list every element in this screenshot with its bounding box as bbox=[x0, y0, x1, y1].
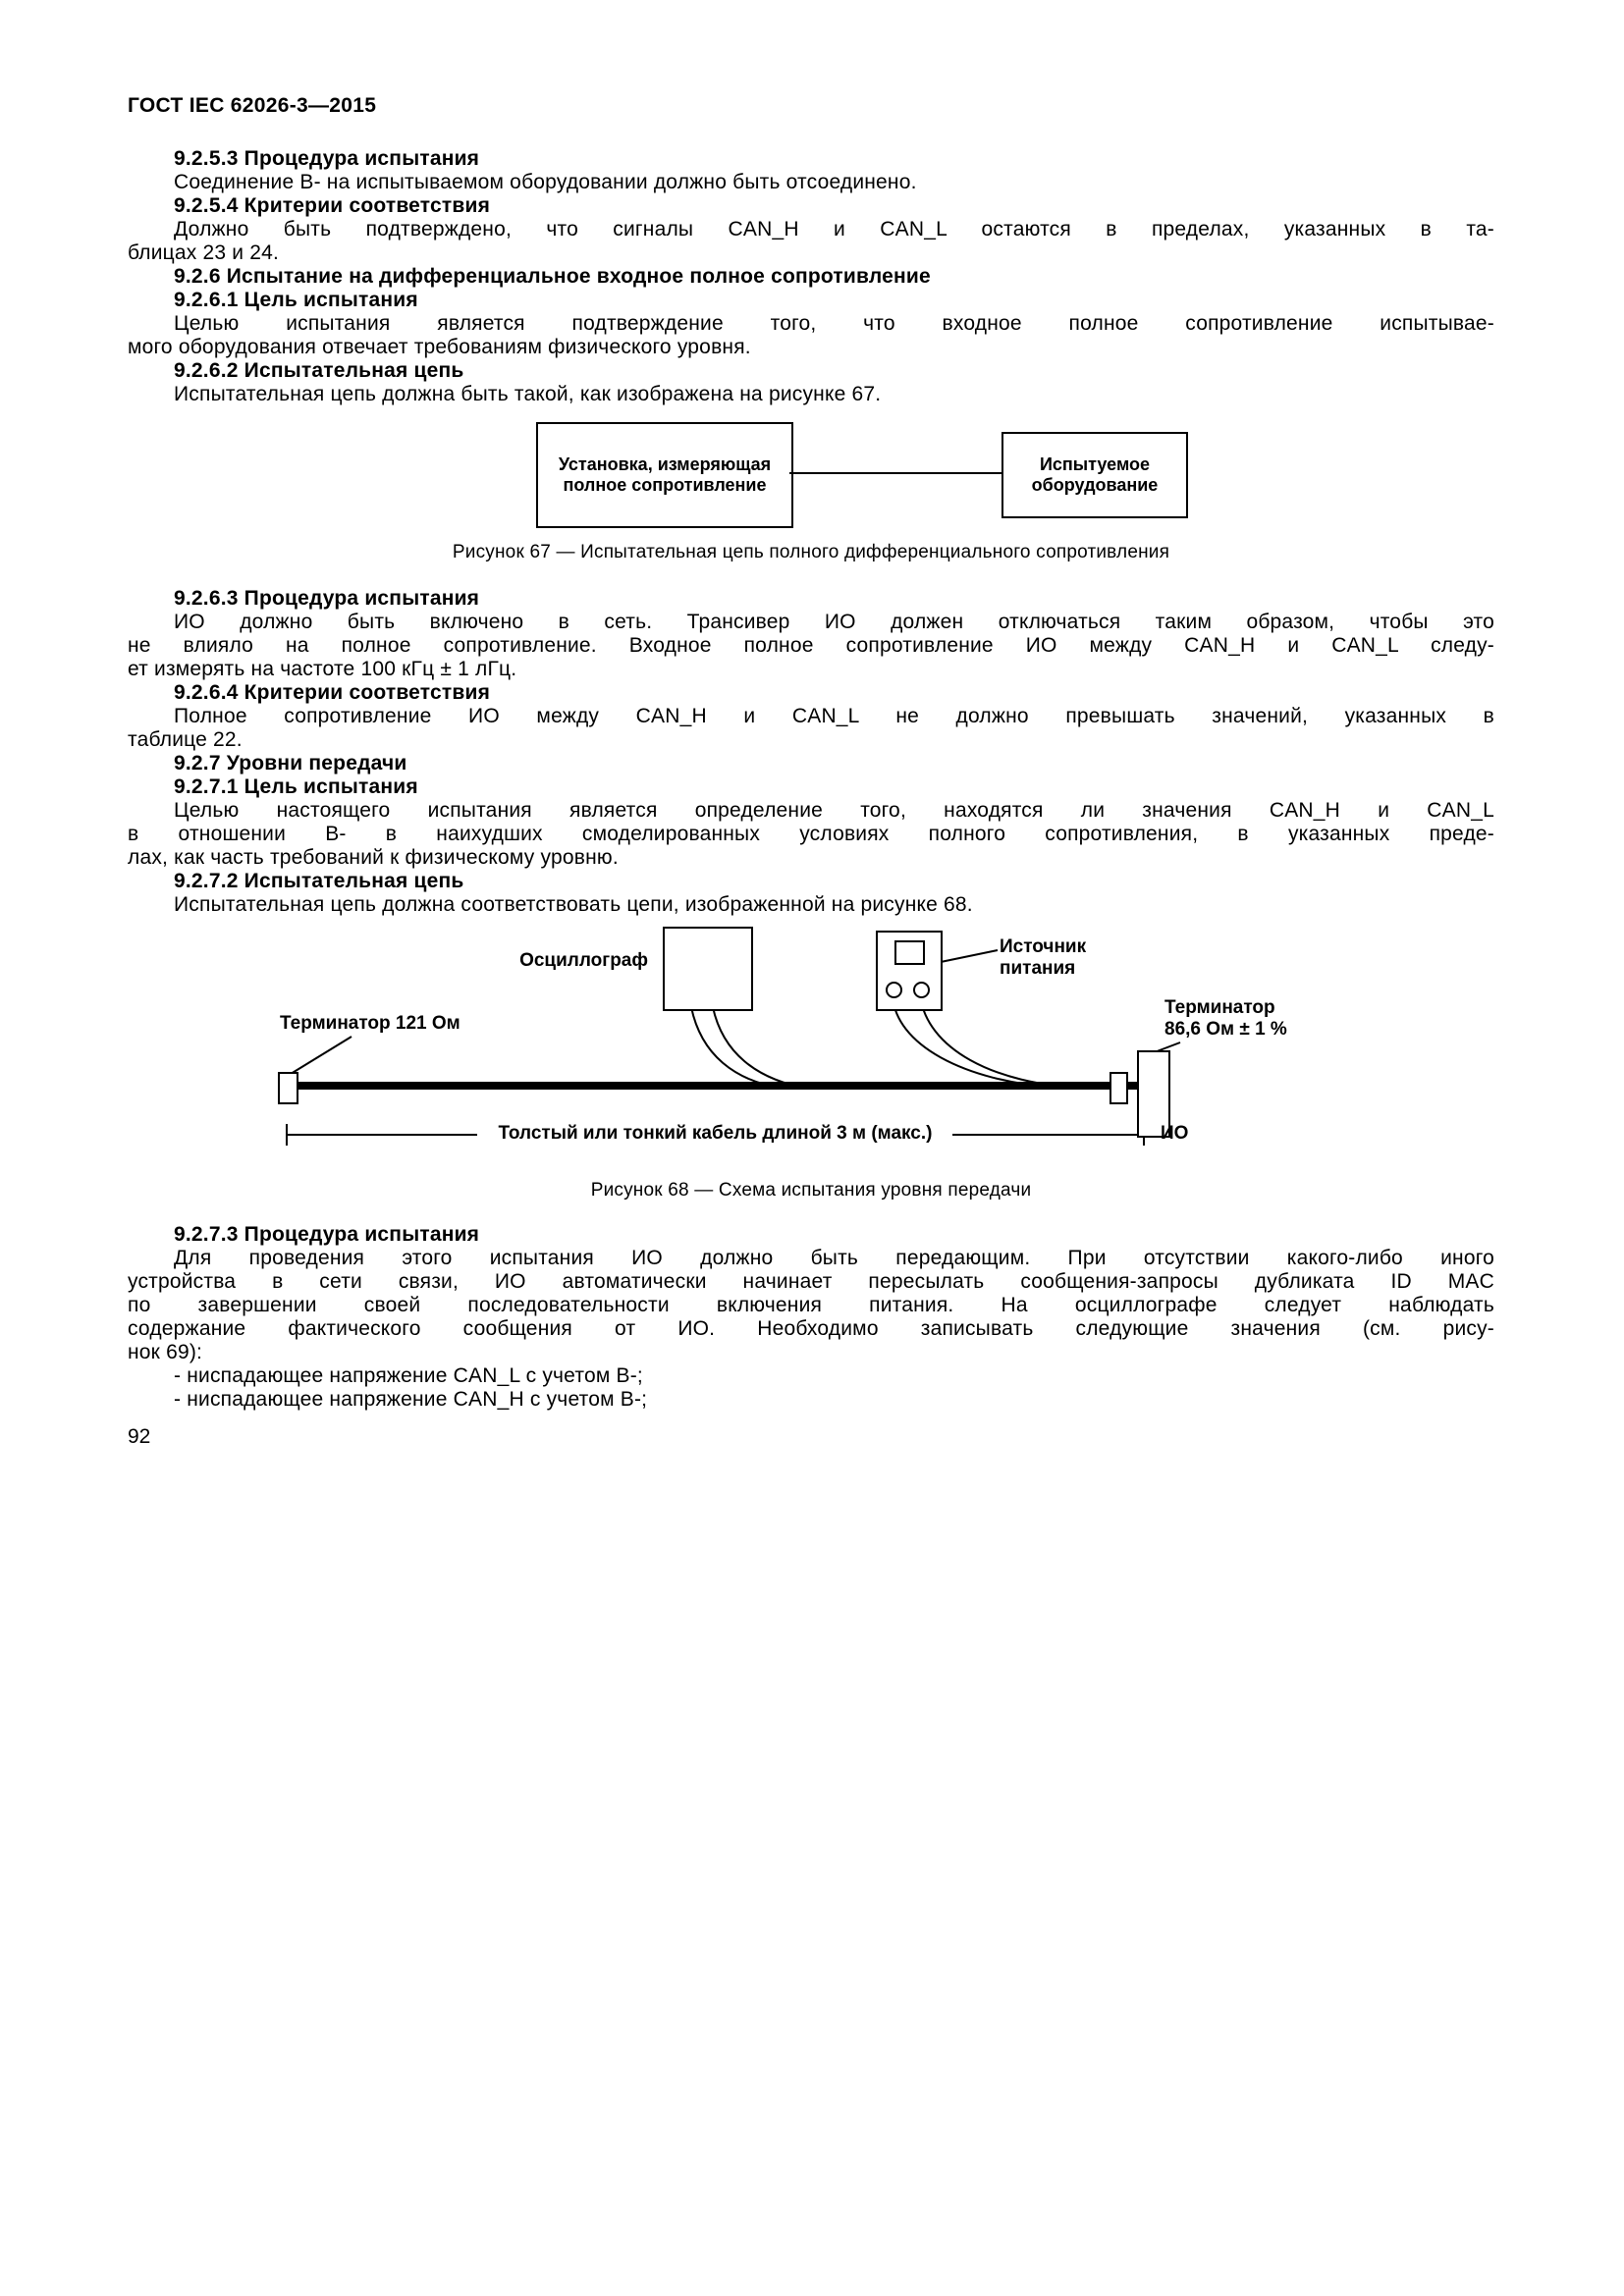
right-cable-connector bbox=[1110, 1072, 1128, 1104]
text-line: содержание фактического сообщения от ИО.… bbox=[128, 1317, 1494, 1340]
figure-67-diagram: Установка, измеряющая полное сопротивлен… bbox=[128, 422, 1494, 528]
terminator-right-label-line2: 86,6 Ом ± 1 % bbox=[1164, 1019, 1287, 1040]
section-heading: 9.2.6.1 Цель испытания bbox=[174, 289, 418, 311]
section-heading: 9.2.7.2 Испытательная цепь bbox=[174, 870, 464, 892]
figure-67: Установка, измеряющая полное сопротивлен… bbox=[128, 422, 1494, 563]
terminator-right-label: Терминатор 86,6 Ом ± 1 % bbox=[1164, 997, 1287, 1041]
figure67-right-box-line2: оборудование bbox=[1031, 475, 1159, 495]
text-line: Испытательная цепь должна соответствоват… bbox=[174, 893, 973, 916]
figure67-left-box-label: Установка, измеряющая полное сопротивлен… bbox=[559, 454, 771, 496]
figure67-connection-line bbox=[789, 472, 1001, 474]
figure-67-caption: Рисунок 67 — Испытательная цепь полного … bbox=[452, 542, 1170, 562]
paragraph: Целью испытания является подтверждение т… bbox=[128, 312, 1494, 359]
section-heading: 9.2.5.3 Процедура испытания bbox=[174, 147, 480, 170]
text-line: Испытательная цепь должна быть такой, ка… bbox=[174, 383, 882, 405]
eut-label: ИО bbox=[1161, 1123, 1189, 1144]
terminator-left-label: Терминатор 121 Ом bbox=[280, 1013, 460, 1034]
power-source-display bbox=[894, 940, 925, 965]
section-heading: 9.2.6.3 Процедура испытания bbox=[174, 587, 480, 610]
terminator-right-label-line1: Терминатор bbox=[1164, 997, 1275, 1018]
figure-68-diagram: Осциллограф Источник питания Терминатор … bbox=[128, 927, 1494, 1162]
power-source-label: Источник питания bbox=[1000, 936, 1086, 980]
text-line: ет измерять на частоте 100 кГц ± 1 лГц. bbox=[128, 658, 517, 680]
figure67-right-box-line1: Испытуемое bbox=[1039, 454, 1151, 474]
paragraph: Полное сопротивление ИО между CAN_H и CA… bbox=[128, 705, 1494, 752]
text-line: лах, как часть требований к физическому … bbox=[128, 846, 619, 869]
section-heading: 9.2.6.2 Испытательная цепь bbox=[174, 359, 464, 382]
power-source-label-line1: Источник bbox=[1000, 936, 1087, 957]
text-line: по завершении своей последовательности в… bbox=[128, 1294, 1494, 1316]
figure67-eut-box: Испытуемое оборудование bbox=[1001, 432, 1188, 518]
text-line: Для проведения этого испытания ИО должно… bbox=[174, 1247, 1494, 1269]
section-heading: 9.2.7.3 Процедура испытания bbox=[174, 1223, 480, 1246]
figure-68-caption: Рисунок 68 — Схема испытания уровня пере… bbox=[590, 1180, 1032, 1201]
figure67-left-box-line2: полное сопротивление bbox=[563, 475, 767, 495]
text-line: блицах 23 и 24. bbox=[128, 241, 280, 264]
oscilloscope-box bbox=[663, 927, 753, 1011]
section-heading: 9.2.7 Уровни передачи bbox=[174, 752, 407, 774]
figure67-right-box-label: Испытуемое оборудование bbox=[1032, 454, 1159, 496]
text-line: в отношении В- в наихудших смоделированн… bbox=[128, 823, 1494, 845]
paragraph: - ниспадающее напряжение CAN_L с учетом … bbox=[128, 1364, 1494, 1388]
text-line: нок 69): bbox=[128, 1341, 203, 1363]
bus-cable bbox=[283, 1082, 1139, 1090]
text-line: - ниспадающее напряжение CAN_H с учетом … bbox=[174, 1388, 648, 1411]
paragraph: - ниспадающее напряжение CAN_H с учетом … bbox=[128, 1388, 1494, 1412]
text-line: Полное сопротивление ИО между CAN_H и CA… bbox=[174, 705, 1494, 727]
text-line: Целью настоящего испытания является опре… bbox=[174, 799, 1494, 822]
text-line: Целью испытания является подтверждение т… bbox=[174, 312, 1494, 335]
paragraph: Соединение В- на испытываемом оборудован… bbox=[128, 171, 1494, 194]
power-source-label-line2: питания bbox=[1000, 958, 1076, 979]
section-heading: 9.2.6 Испытание на дифференциальное вход… bbox=[174, 265, 931, 288]
cable-length-label: Толстый или тонкий кабель длиной 3 м (ма… bbox=[498, 1123, 933, 1144]
figure68-wiring-svg bbox=[286, 949, 1181, 1146]
paragraph: ИО должно быть включено в сеть. Трансиве… bbox=[128, 611, 1494, 681]
text-line: не влияло на полное сопротивление. Входн… bbox=[128, 634, 1494, 657]
power-source-box bbox=[876, 931, 943, 1011]
paragraph: Для проведения этого испытания ИО должно… bbox=[128, 1247, 1494, 1364]
section-heading: 9.2.7.1 Цель испытания bbox=[174, 775, 418, 798]
text-line: - ниспадающее напряжение CAN_L с учетом … bbox=[174, 1364, 643, 1387]
text-line: Должно быть подтверждено, что сигналы CA… bbox=[174, 218, 1494, 240]
document-header-code: ГОСТ IEC 62026-3—2015 bbox=[128, 94, 377, 117]
paragraph: Должно быть подтверждено, что сигналы CA… bbox=[128, 218, 1494, 265]
figure67-impedance-tester-box: Установка, измеряющая полное сопротивлен… bbox=[536, 422, 793, 528]
page-number: 92 bbox=[128, 1425, 151, 1448]
oscilloscope-label: Осциллограф bbox=[519, 950, 648, 971]
text-line: устройства в сети связи, ИО автоматическ… bbox=[128, 1270, 1494, 1293]
power-source-terminal-1 bbox=[886, 982, 902, 998]
section-heading: 9.2.6.4 Критерии соответствия bbox=[174, 681, 491, 704]
figure67-left-box-line1: Установка, измеряющая bbox=[558, 454, 772, 474]
text-line: ИО должно быть включено в сеть. Трансиве… bbox=[174, 611, 1494, 633]
text-line: таблице 22. bbox=[128, 728, 243, 751]
left-cable-connector bbox=[278, 1072, 298, 1104]
paragraph: Целью настоящего испытания является опре… bbox=[128, 799, 1494, 870]
power-source-terminal-2 bbox=[913, 982, 930, 998]
paragraph: Испытательная цепь должна быть такой, ка… bbox=[128, 383, 1494, 406]
section-heading: 9.2.5.4 Критерии соответствия bbox=[174, 194, 491, 217]
text-line: мого оборудования отвечает требованиям ф… bbox=[128, 336, 751, 358]
eut-terminator-box bbox=[1137, 1050, 1170, 1138]
text-line: Соединение В- на испытываемом оборудован… bbox=[174, 171, 917, 193]
paragraph: Испытательная цепь должна соответствоват… bbox=[128, 893, 1494, 917]
figure-68: Осциллограф Источник питания Терминатор … bbox=[128, 927, 1494, 1201]
